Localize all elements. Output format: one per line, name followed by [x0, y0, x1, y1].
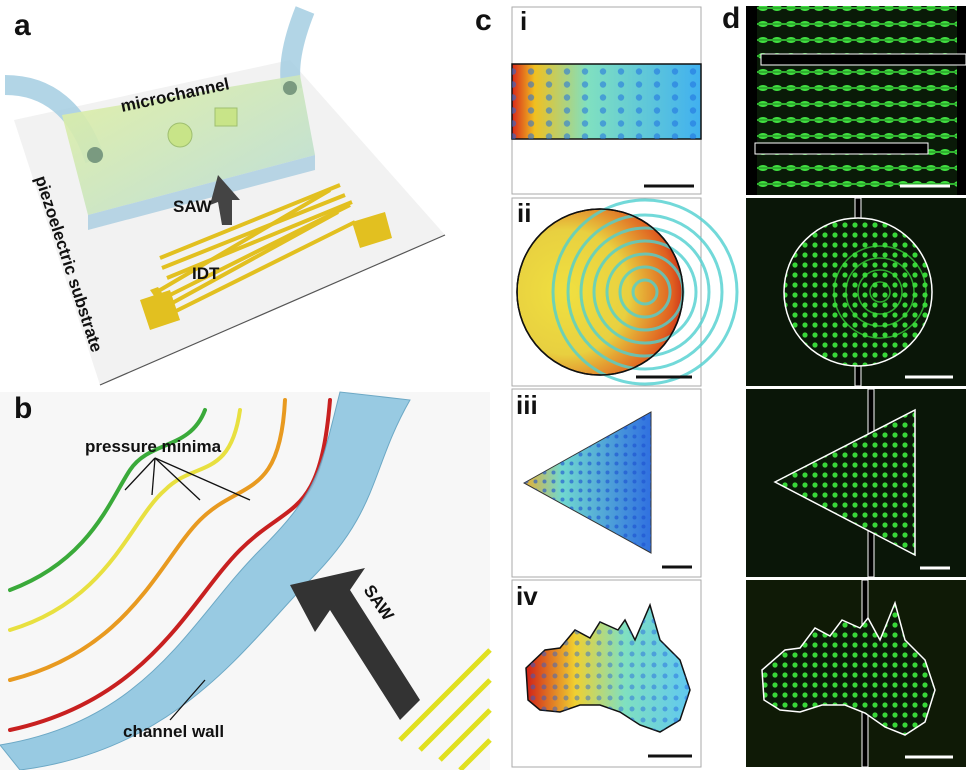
- panel-d: d: [722, 2, 966, 768]
- micrograph-triangle: [746, 388, 966, 578]
- simulation-rectangle: i: [511, 6, 702, 195]
- subpanel-label: ii: [517, 198, 531, 228]
- subpanel-label: i: [520, 6, 527, 36]
- pressure-minimum-line: [8, 408, 207, 592]
- pressure-minimum-line: [8, 398, 287, 682]
- saw-arrow-icon: [290, 568, 420, 720]
- saw-arrow-icon: [210, 175, 240, 225]
- simulation-australia: iv: [511, 579, 702, 768]
- simulation-triangle: iii: [511, 388, 702, 578]
- simulation-circle: ii: [511, 197, 739, 387]
- idt-label: IDT: [192, 264, 220, 283]
- panel-c: c i ii iii: [475, 4, 739, 768]
- panel-a-label: a: [14, 9, 31, 42]
- channel-wall: [0, 391, 411, 770]
- saw-label-a: SAW: [173, 197, 213, 216]
- subpanel-label: iv: [516, 581, 538, 611]
- panel-a: microchannel IDT SAW piezoelectric subst…: [4, 6, 446, 386]
- panel-b-label: b: [14, 392, 32, 425]
- channel-wall-label: channel wall: [123, 722, 224, 741]
- micrograph-australia: [746, 579, 966, 768]
- panel-d-label: d: [722, 2, 740, 35]
- panel-b: SAW pressure minima channel wall b: [0, 391, 492, 770]
- micrograph-circle: [746, 197, 966, 387]
- panel-c-label: c: [475, 4, 492, 37]
- subpanel-label: iii: [516, 390, 538, 420]
- micrograph-rectangle: [746, 6, 966, 195]
- microchannel-block: [62, 75, 315, 215]
- idt-electrode: [140, 183, 392, 330]
- pressure-minima-label: pressure minima: [85, 437, 222, 456]
- pressure-minimum-line: [8, 408, 242, 632]
